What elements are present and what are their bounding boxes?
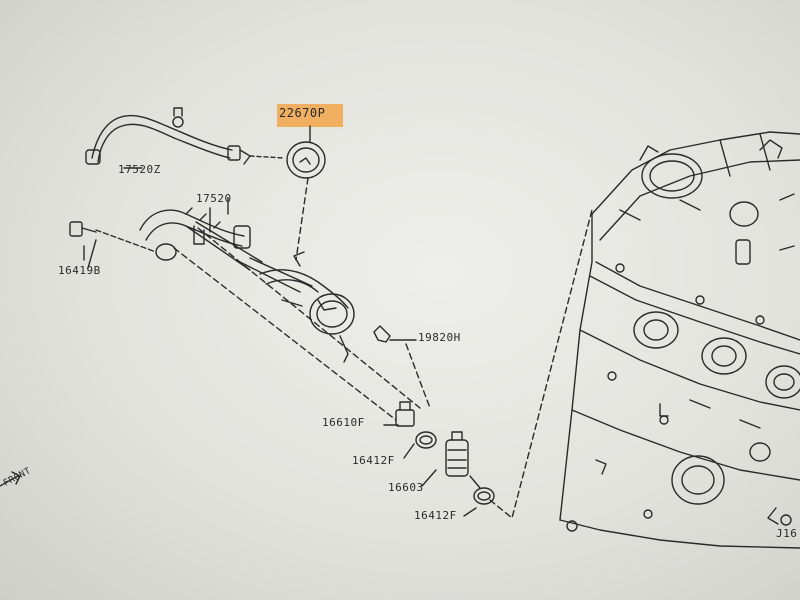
- cylinder-head: [559, 131, 800, 549]
- fuel-rail-assembly: [259, 251, 355, 363]
- cap-22670P: [249, 125, 326, 179]
- dashed-leaders: [173, 177, 593, 519]
- callout-22670P: 22670P: [279, 106, 326, 120]
- pipe-17520: [139, 197, 313, 293]
- callout-16603: 16603: [388, 481, 424, 494]
- callout-J16: J16: [776, 527, 798, 540]
- callout-19820H: 19820H: [418, 331, 461, 344]
- callout-16412F-upper: 16412F: [352, 454, 395, 467]
- callout-17520: 17520: [196, 192, 232, 205]
- clip-19820H: [373, 325, 417, 343]
- label-leaders: [87, 207, 477, 517]
- highlight-22670P: [277, 104, 343, 127]
- callout-17520Z: 17520Z: [118, 163, 161, 176]
- callout-16419B: 16419B: [58, 264, 101, 277]
- front-arrow: [0, 471, 21, 487]
- bolt-16419B: [69, 221, 157, 261]
- hose-17520Z: [85, 107, 251, 169]
- callout-16412F-lower: 16412F: [414, 509, 457, 522]
- injector-stack: [395, 401, 495, 505]
- callout-16610F: 16610F: [322, 416, 365, 429]
